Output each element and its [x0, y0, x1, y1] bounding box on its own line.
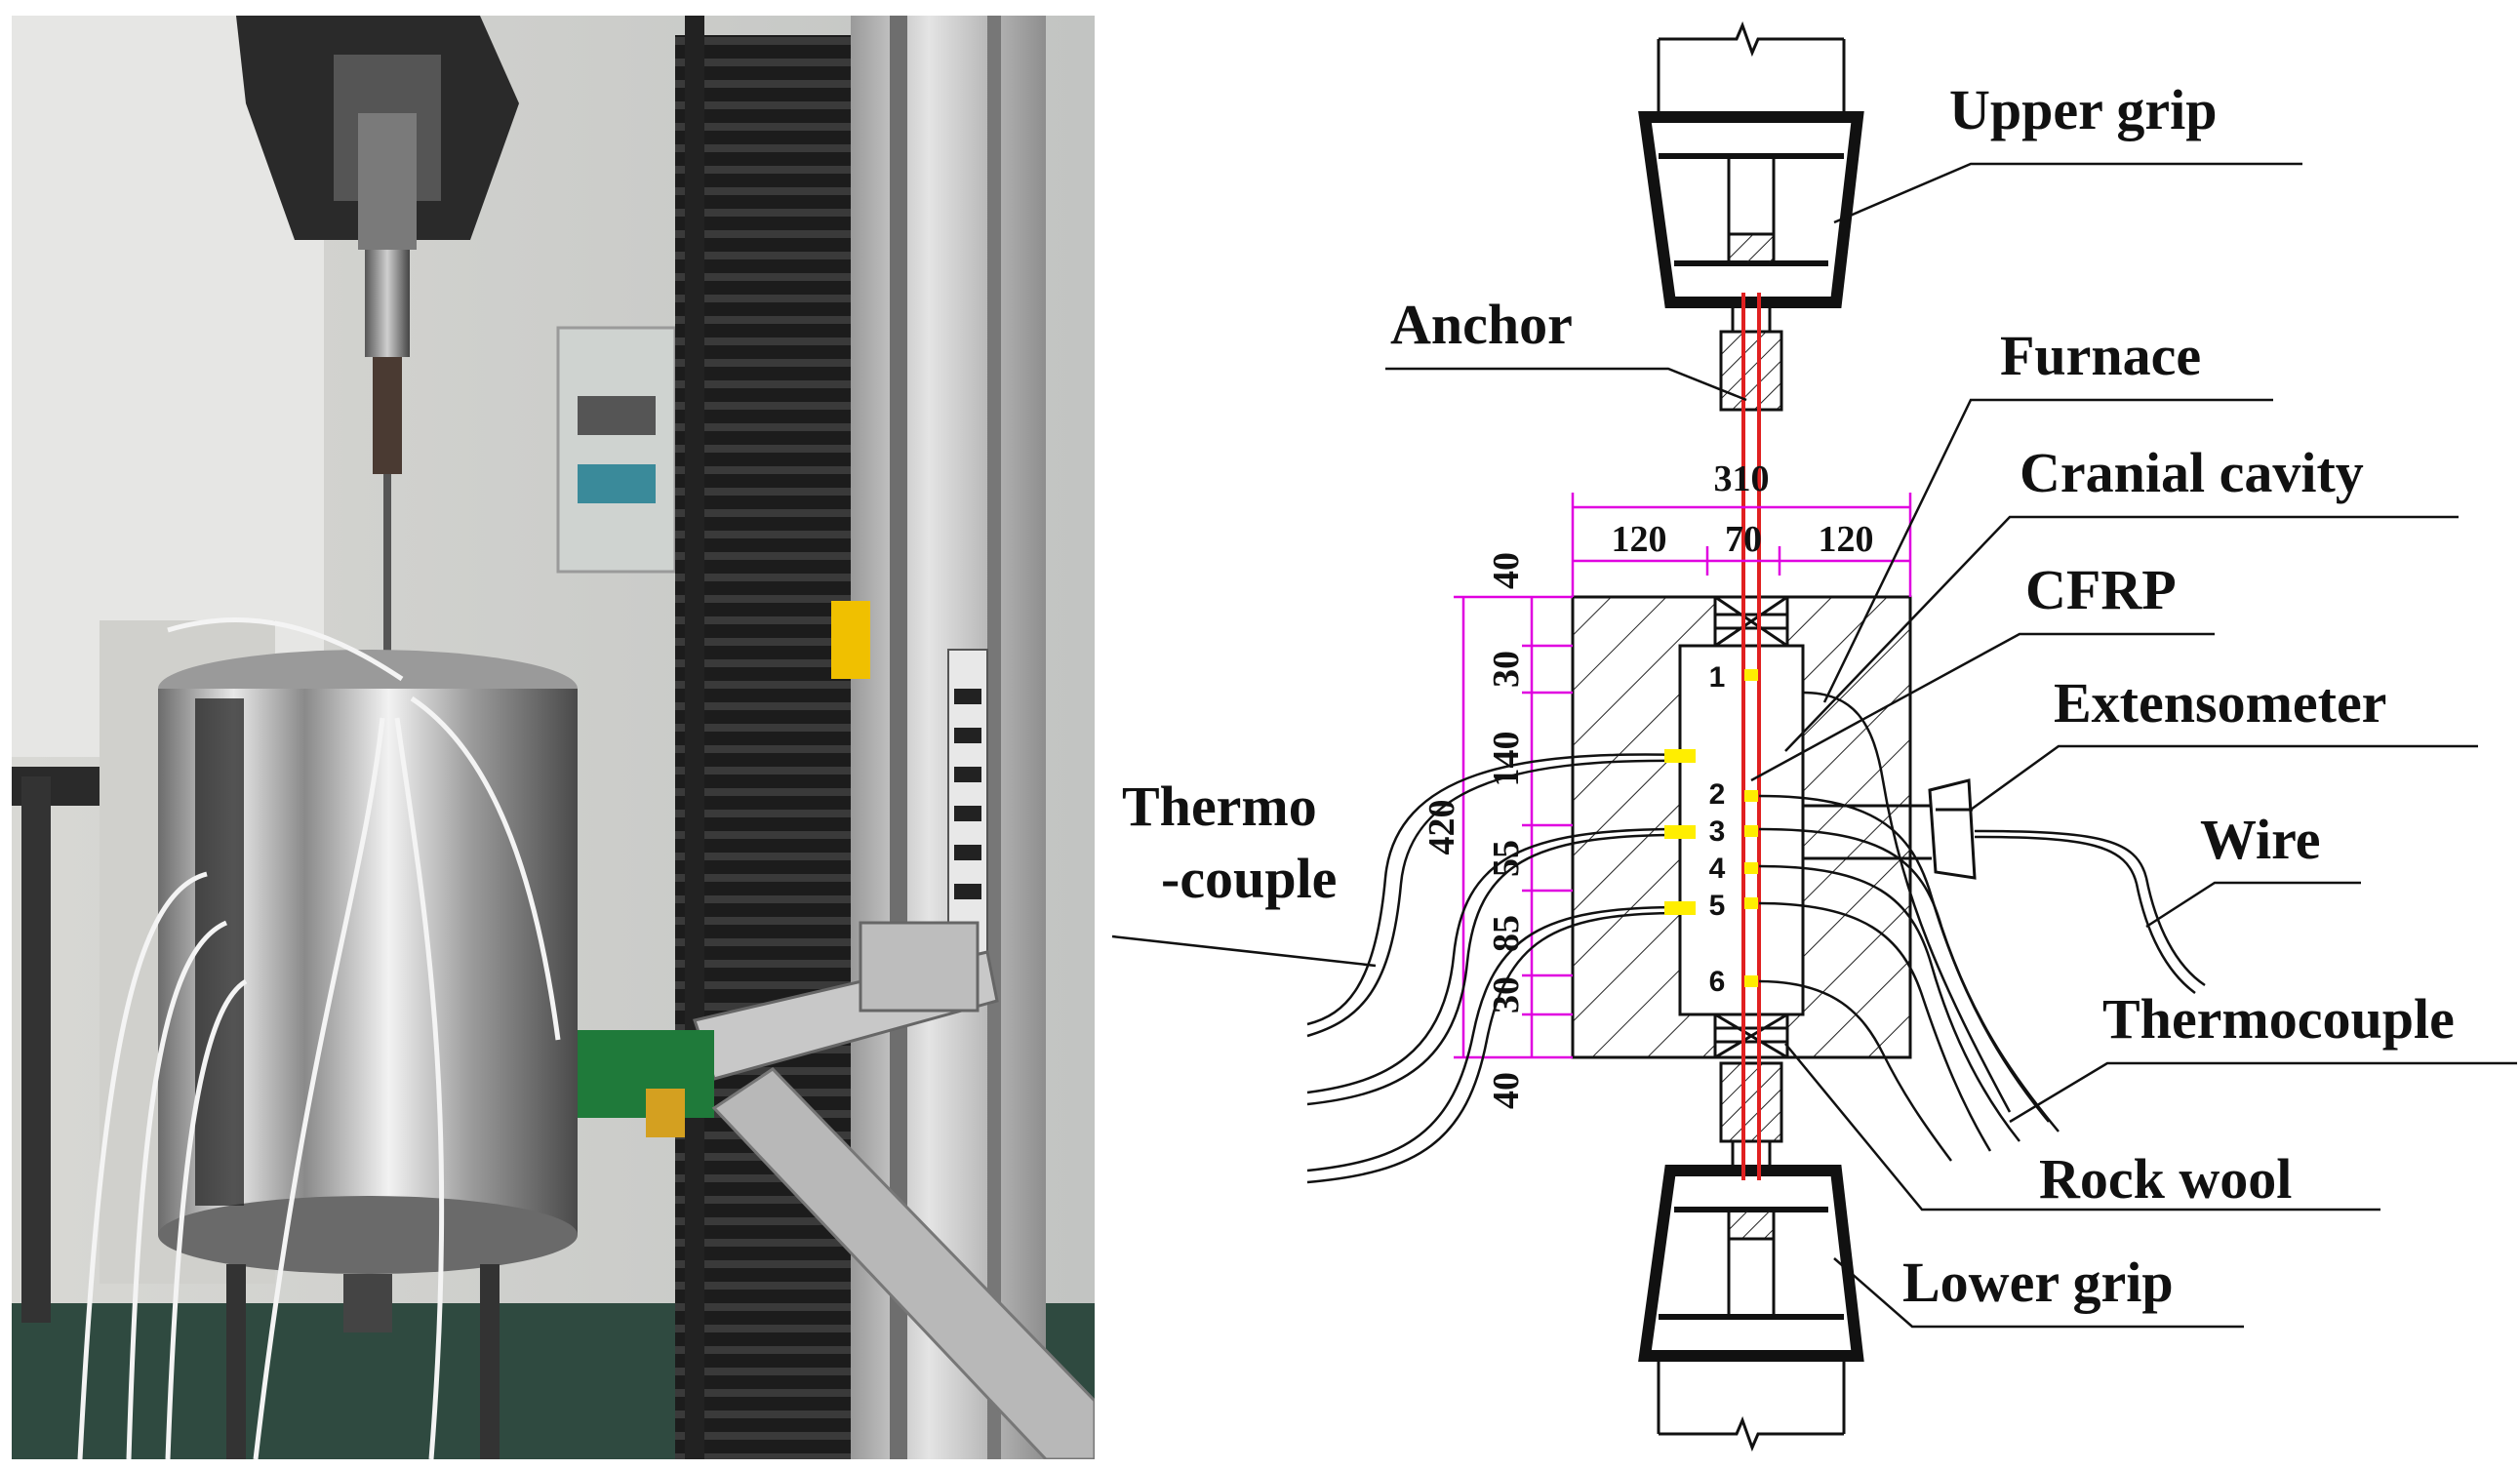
cfrp-specimen: [1741, 293, 1761, 1180]
svg-text:4: 4: [1709, 853, 1726, 885]
dim-total-width: 310: [1714, 458, 1770, 499]
label-thermo-line1: Thermo: [1122, 775, 1317, 838]
label-upper-grip: Upper grip: [1949, 78, 2217, 141]
lower-anchor: [1719, 1061, 1783, 1171]
label-wire: Wire: [2200, 808, 2321, 871]
labels: Upper grip Anchor Furnace Cranial cavity…: [1122, 78, 2455, 1314]
dim-seg-1: 40: [1486, 552, 1527, 589]
tc-point-6: 6: [1709, 966, 1758, 998]
dimension-labels: 310 120 70 120 420 40 30 140 55 85 30 40: [1421, 458, 1874, 1109]
label-lower-grip: Lower grip: [1902, 1251, 2174, 1314]
dimension-lines: [1454, 493, 1912, 1059]
label-furnace: Furnace: [2000, 324, 2201, 387]
leader-lines: [1111, 162, 2517, 1329]
thermocouple-points: 1 2 3 4 5 6: [1664, 661, 1758, 998]
label-cfrp: CFRP: [2025, 558, 2177, 621]
label-rock-wool: Rock wool: [2039, 1147, 2292, 1211]
tc-point-2: 2: [1664, 749, 1758, 811]
tc-point-3: 3: [1664, 815, 1758, 848]
dim-seg-5: 85: [1486, 915, 1527, 952]
lower-grip: [1638, 1165, 1864, 1362]
tc-point-5: 5: [1664, 890, 1758, 922]
label-anchor: Anchor: [1390, 293, 1573, 356]
dim-middle-width: 70: [1725, 519, 1762, 560]
tc-point-1: 1: [1709, 661, 1758, 694]
dim-right-width: 120: [1819, 519, 1874, 560]
dim-seg-2: 30: [1486, 651, 1527, 688]
label-thermocouple: Thermocouple: [2102, 987, 2455, 1051]
specimen-centerline: [1657, 20, 1846, 1452]
dim-left-width: 120: [1612, 519, 1667, 560]
tc-point-4: 4: [1709, 853, 1758, 885]
label-cranial-cavity: Cranial cavity: [2020, 441, 2364, 504]
rock-wool-bottom: [1713, 1013, 1789, 1059]
upper-grip: [1638, 111, 1864, 308]
label-thermo-line2: -couple: [1161, 847, 1337, 910]
upper-anchor: [1719, 302, 1783, 412]
extensometer: [1803, 778, 1977, 880]
test-setup-photo: [12, 16, 1095, 1459]
svg-text:2: 2: [1709, 778, 1726, 811]
rock-wool-top: [1713, 595, 1789, 648]
svg-text:5: 5: [1709, 890, 1726, 922]
svg-text:6: 6: [1709, 966, 1726, 998]
svg-text:1: 1: [1709, 661, 1726, 694]
svg-text:3: 3: [1709, 815, 1726, 848]
dim-seg-7: 40: [1486, 1072, 1527, 1109]
label-extensometer: Extensometer: [2054, 671, 2386, 735]
